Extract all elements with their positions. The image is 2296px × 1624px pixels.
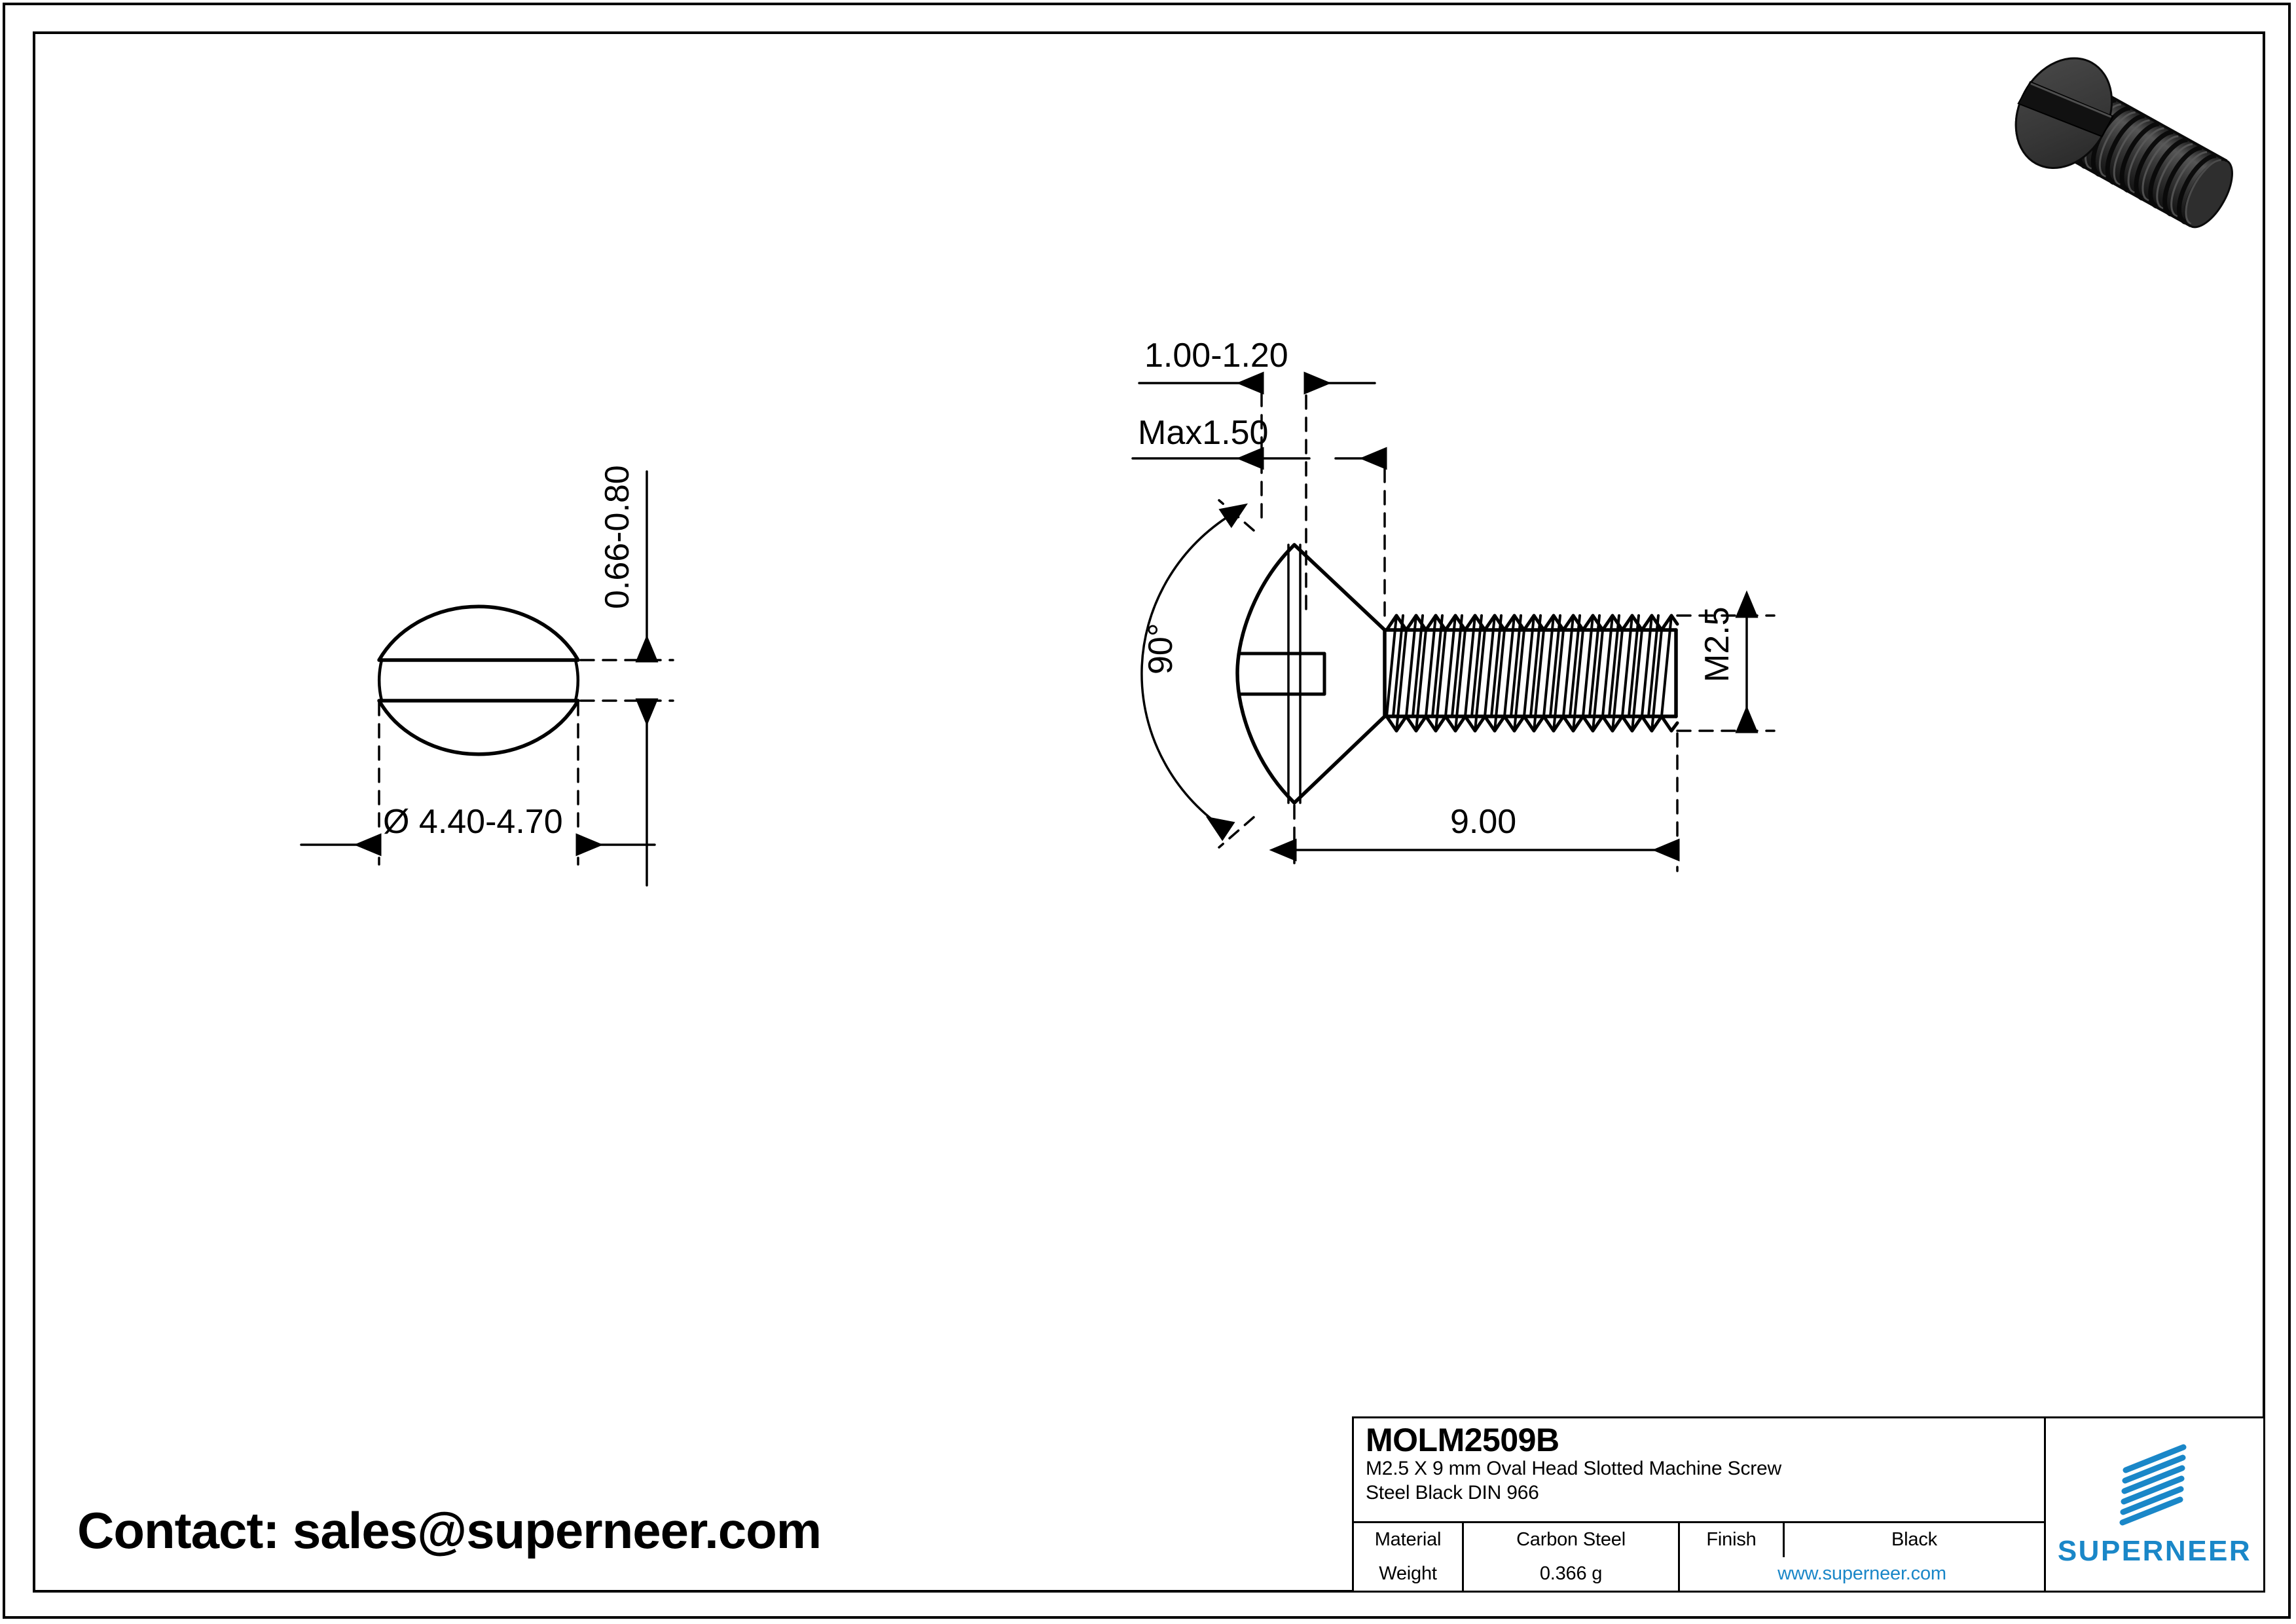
weight-label: Weight <box>1354 1557 1464 1591</box>
finish-value: Black <box>1891 1529 1937 1551</box>
weight-value: 0.366 g <box>1464 1557 1680 1591</box>
title-block: MOLM2509B M2.5 X 9 mm Oval Head Slotted … <box>1352 1416 2265 1593</box>
title-block-description: MOLM2509B M2.5 X 9 mm Oval Head Slotted … <box>1354 1418 2044 1523</box>
description-line-2: Steel Black DIN 966 <box>1366 1481 1539 1504</box>
sheet-outer-border <box>3 3 2291 1619</box>
brand-name: SUPERNEER <box>2057 1534 2252 1567</box>
website-link[interactable]: www.superneer.com <box>1777 1562 1946 1584</box>
superneer-logo-icon <box>2119 1444 2187 1525</box>
table-row: Weight 0.366 g www.superneer.com <box>1354 1557 2044 1591</box>
part-number: MOLM2509B <box>1366 1422 1559 1458</box>
contact-text: Contact: sales@superneer.com <box>77 1502 822 1559</box>
description-line-1: M2.5 X 9 mm Oval Head Slotted Machine Sc… <box>1366 1458 1781 1479</box>
finish-label: Finish <box>1680 1523 1785 1557</box>
material-value: Carbon Steel <box>1464 1523 1680 1557</box>
table-row: Material Carbon Steel Finish Black <box>1354 1523 2044 1557</box>
brand-logo-cell: SUPERNEER <box>2046 1416 2265 1593</box>
material-label: Material <box>1354 1523 1464 1557</box>
sheet-inner-border <box>33 31 2265 1593</box>
title-block-info: MOLM2509B M2.5 X 9 mm Oval Head Slotted … <box>1352 1416 2046 1593</box>
isometric-screw-render <box>2014 57 2233 229</box>
